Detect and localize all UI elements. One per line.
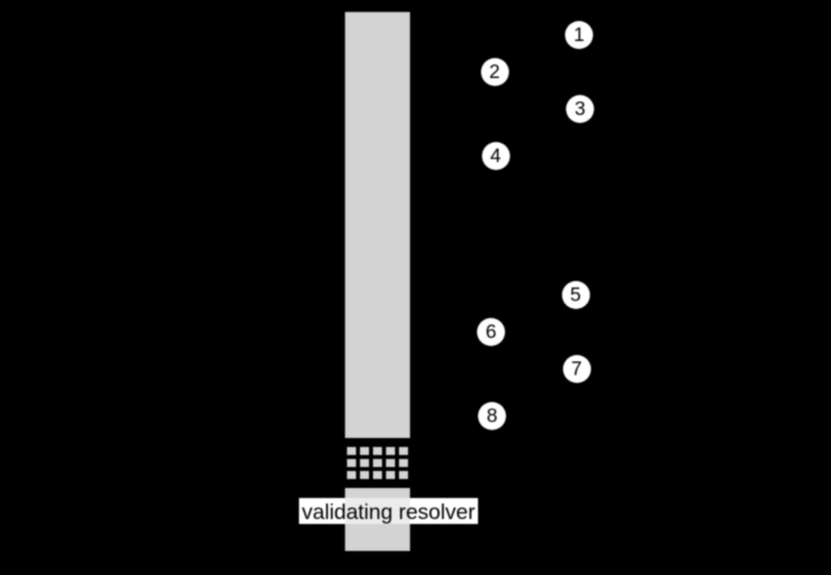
cache-grid-cell — [346, 458, 356, 467]
step-marker-2: 2 — [480, 58, 509, 86]
cache-grid-cell — [372, 471, 382, 480]
cache-grid-cell — [346, 446, 356, 455]
step-marker-7: 7 — [562, 355, 591, 383]
cache-grid-cell — [359, 471, 369, 480]
cache-grid-cell — [346, 471, 356, 480]
resolver-label-bar-overlap — [345, 498, 410, 524]
cache-grid-cell — [372, 446, 382, 455]
cache-grid-cell — [359, 446, 369, 455]
step-marker-3: 3 — [566, 95, 594, 123]
cache-grid-cell — [372, 458, 382, 467]
resolver-bar-upper — [345, 12, 410, 438]
cache-grid — [346, 446, 408, 480]
cache-grid-cell — [359, 458, 369, 467]
cache-grid-cell — [398, 458, 408, 467]
step-marker-5: 5 — [561, 281, 590, 309]
step-marker-1: 1 — [565, 20, 593, 49]
cache-grid-cell — [398, 446, 408, 455]
resolver-label: validating resolver — [299, 498, 478, 524]
step-marker-6: 6 — [477, 317, 505, 346]
cache-grid-cell — [385, 458, 395, 467]
resolver-label-text: validating resolver — [301, 500, 476, 524]
cache-grid-cell — [385, 446, 395, 455]
step-marker-4: 4 — [481, 141, 510, 170]
step-marker-8: 8 — [478, 401, 506, 430]
cache-grid-cell — [385, 471, 395, 480]
cache-grid-cell — [398, 471, 408, 480]
